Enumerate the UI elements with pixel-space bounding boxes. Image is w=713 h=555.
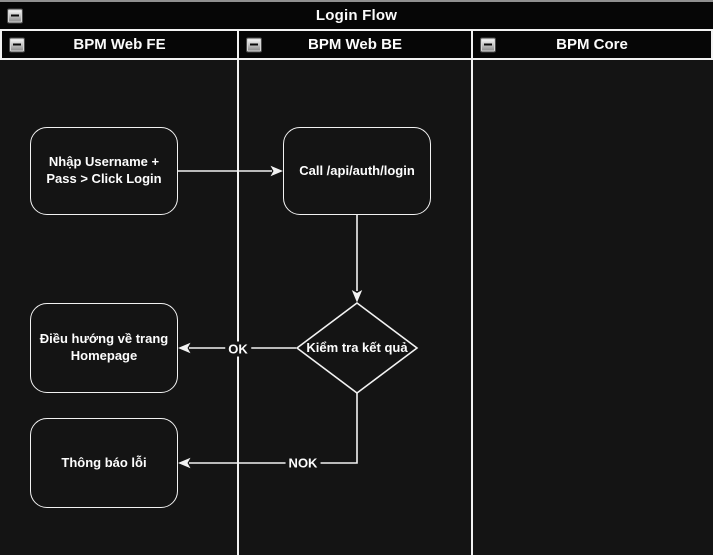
node-label: Điều hướng về trang Homepage — [39, 331, 169, 363]
node-input-login[interactable]: Nhập Username + Pass > Click Login — [30, 127, 178, 215]
node-check-result[interactable]: Kiểm tra kết quả — [297, 303, 417, 393]
minus-glyph — [484, 43, 492, 46]
minus-glyph — [11, 14, 19, 17]
arrowhead-down-icon — [351, 290, 363, 303]
edge-decision-to-error[interactable] — [189, 393, 358, 464]
lane-header-row: BPM Web FE BPM Web BE BPM Core — [0, 29, 713, 60]
collapse-minus-icon[interactable] — [480, 37, 496, 52]
node-label: Call /api/auth/login — [299, 162, 415, 178]
pool-title: Login Flow — [315, 7, 398, 24]
lane-header-bpm-web-be[interactable]: BPM Web BE — [237, 31, 473, 58]
edge-label-nok[interactable]: NOK — [285, 455, 321, 471]
minus-glyph — [13, 43, 21, 46]
arrowhead-left-icon — [178, 342, 191, 354]
edges-layer — [178, 165, 419, 469]
arrowhead-right-icon — [270, 165, 283, 177]
node-go-homepage[interactable]: Điều hướng về trang Homepage — [30, 303, 178, 393]
edge-label-ok[interactable]: OK — [225, 341, 251, 357]
node-label: Nhập Username + Pass > Click Login — [46, 154, 162, 186]
lane-header-bpm-web-fe[interactable]: BPM Web FE — [2, 31, 237, 58]
lane-title: BPM Core — [556, 36, 628, 53]
lane-header-bpm-core[interactable]: BPM Core — [473, 31, 711, 58]
lane-title: BPM Web BE — [308, 36, 402, 53]
node-call-api[interactable]: Call /api/auth/login — [283, 127, 431, 215]
pool-title-bar[interactable]: Login Flow — [0, 2, 713, 29]
collapse-minus-icon[interactable] — [246, 37, 262, 52]
node-label: Thông báo lỗi — [61, 454, 147, 470]
minus-glyph — [250, 43, 258, 46]
lane-title: BPM Web FE — [73, 36, 166, 53]
collapse-minus-icon[interactable] — [9, 37, 25, 52]
lane-divider-fe-be — [237, 60, 239, 555]
lane-divider-be-core — [471, 60, 473, 555]
canvas-top-edge — [0, 0, 713, 2]
node-label: Kiểm tra kết quả — [306, 339, 408, 355]
node-show-error[interactable]: Thông báo lỗi — [30, 418, 178, 508]
collapse-minus-icon[interactable] — [7, 8, 23, 23]
arrowhead-left-icon — [178, 457, 191, 469]
lane-body-area: Nhập Username + Pass > Click Login Call … — [0, 60, 713, 555]
